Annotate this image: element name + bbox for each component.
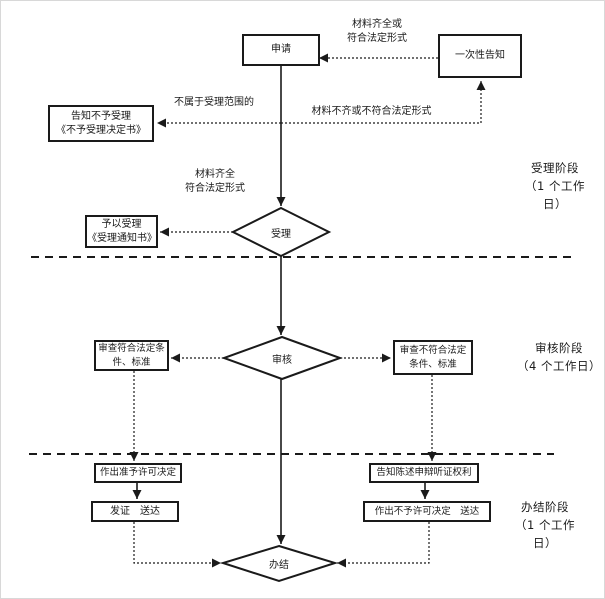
- edge-label-materials-incomplete: 材料不齐或不符合法定形式: [311, 106, 432, 117]
- node-deny-decision: 作出不予许可决定 送达: [363, 501, 491, 522]
- node-review-diamond: [221, 335, 343, 381]
- node-complete-diamond: [219, 544, 339, 583]
- edge-label-materials-complete-mid: 材料齐全 符合法定形式: [185, 169, 245, 194]
- node-reject-notice: 告知不予受理 《不予受理决定书》: [48, 105, 154, 142]
- node-complete-label: 办结: [269, 560, 289, 571]
- node-grant-decision: 作出准予许可决定: [94, 463, 182, 483]
- edge-deny-to-complete: [337, 522, 430, 568]
- node-accept-label: 受理: [271, 228, 291, 240]
- node-accept-notice: 予以受理 《受理通知书》: [85, 215, 158, 248]
- edge-label-out-of-scope: 不属于受理范围的: [174, 97, 254, 108]
- stage-label-accept: 受理阶段 （1 个工作 日）: [525, 161, 585, 211]
- node-apply: 申请: [242, 34, 320, 66]
- edge-branch-incomplete-to-notice: [281, 81, 486, 124]
- node-hearing-rights: 告知陈述申辩听证权利: [369, 463, 479, 483]
- node-one-time-notice: 一次性告知: [438, 34, 522, 78]
- stage-label-review: 审核阶段 （4 个工作日）: [517, 341, 601, 373]
- stage-label-complete: 办结阶段 （1 个工作 日）: [515, 500, 575, 550]
- edge-issue-to-complete: [133, 522, 221, 568]
- node-review-pass: 审查符合法定条 件、标准: [94, 340, 169, 371]
- node-issue-deliver: 发证 送达: [91, 501, 179, 522]
- node-review-fail: 审查不符合法定 条件、标准: [393, 340, 473, 375]
- node-accept-diamond: [230, 206, 332, 258]
- edge-label-materials-complete-top: 材料齐全或 符合法定形式: [347, 19, 407, 44]
- node-review-label: 审核: [272, 354, 292, 366]
